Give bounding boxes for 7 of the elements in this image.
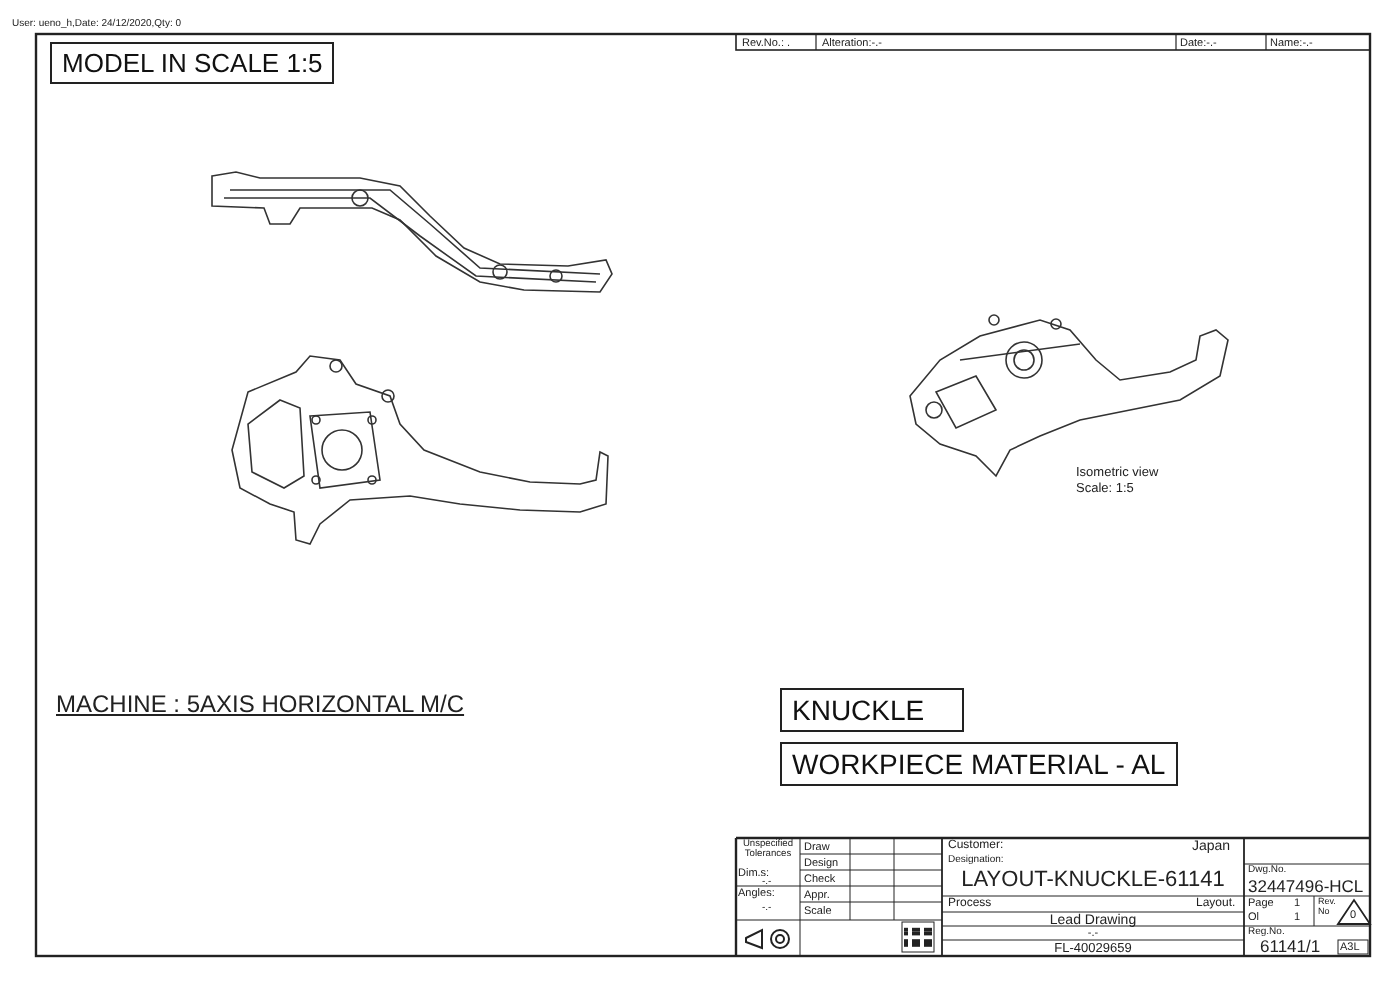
material-box: WORKPIECE MATERIAL - AL	[780, 742, 1178, 786]
machine-note: MACHINE : 5AXIS HORIZONTAL M/C	[56, 692, 465, 719]
part-name-box: KNUCKLE	[780, 688, 964, 732]
designation-value: LAYOUT-KNUCKLE-61141	[959, 868, 1227, 893]
scale-heading-box: MODEL IN SCALE 1:5	[50, 42, 335, 84]
registration-number: 61141/1	[1260, 938, 1321, 957]
drawing-number: 32447496-HCL	[1248, 877, 1364, 896]
